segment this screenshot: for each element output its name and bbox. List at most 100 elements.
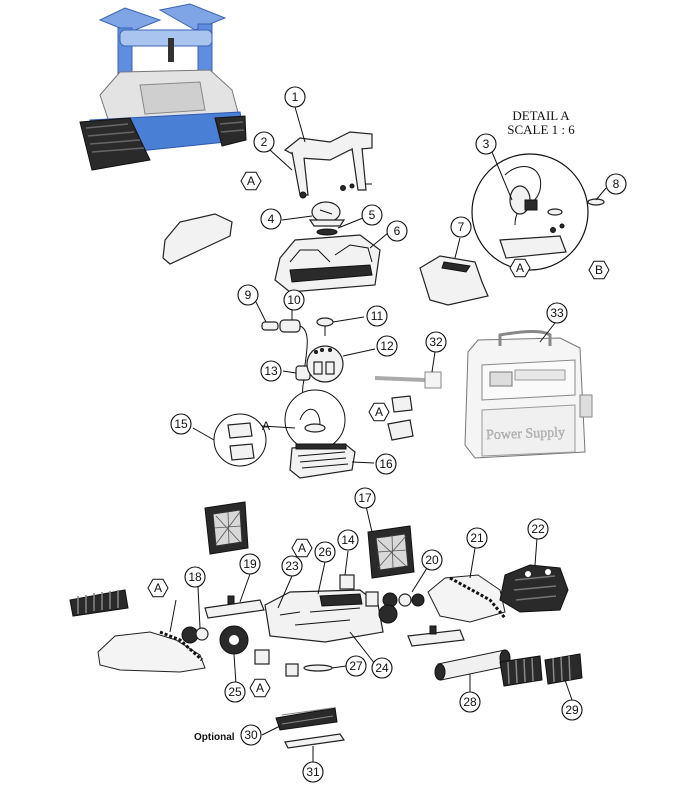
optional-part-30 <box>275 707 338 731</box>
callout-10: 10 <box>283 289 305 311</box>
callout-number: 6 <box>394 224 401 238</box>
callout-number: 3 <box>483 137 490 151</box>
callout-number: 32 <box>429 335 443 349</box>
power-supply-unit: Power Supply <box>374 330 593 459</box>
callout-circle <box>421 549 443 571</box>
callout-number: 1 <box>292 90 299 104</box>
callout-number: 12 <box>380 339 394 353</box>
callout-circle <box>281 555 303 577</box>
hex-shape <box>509 258 531 278</box>
callout-circle <box>302 761 324 783</box>
motor-housing <box>274 234 381 293</box>
callout-number: 27 <box>349 659 363 673</box>
callout-13: 13 <box>260 360 282 382</box>
hex-label-a: A <box>509 258 531 278</box>
callout-number: 5 <box>369 208 376 222</box>
callout-circle <box>459 691 481 713</box>
callout-17: 17 <box>354 487 376 509</box>
callout-number: 20 <box>425 553 439 567</box>
hex-shape <box>249 678 271 698</box>
callout-circle <box>527 518 549 540</box>
swivel-cable <box>261 319 311 431</box>
robot-product-image <box>79 3 247 171</box>
drive-housing-22 <box>499 564 569 613</box>
callout-number: 10 <box>287 293 301 307</box>
callout-29: 29 <box>561 699 583 721</box>
motor-unit <box>289 443 356 479</box>
hex-label-a: A <box>240 171 262 191</box>
part-8-clip <box>587 198 605 206</box>
detail-15-circle <box>213 413 267 467</box>
callout-number: 11 <box>371 309 384 323</box>
part-11-plug <box>316 317 334 336</box>
callout-number: 21 <box>470 531 484 545</box>
callout-31: 31 <box>302 761 324 783</box>
callout-2: 2 <box>253 131 275 153</box>
callout-21: 21 <box>466 527 488 549</box>
bracket-parts-a <box>387 395 414 441</box>
part-12-screws <box>306 345 344 383</box>
brushes-29 <box>499 653 583 687</box>
motor-unit-detail <box>284 389 346 451</box>
callout-5: 5 <box>361 204 383 226</box>
callout-circle <box>240 724 262 746</box>
callout-9: 9 <box>237 284 259 306</box>
callout-circle <box>260 360 282 382</box>
callout-circle <box>386 220 408 242</box>
hex-letter: B <box>595 263 603 277</box>
callout-number: 8 <box>613 177 620 191</box>
callout-circle <box>425 331 447 353</box>
callout-11: 11 <box>366 305 388 327</box>
callout-circle <box>337 529 359 551</box>
impeller-parts <box>308 201 346 236</box>
hex-label-a: A <box>147 578 169 598</box>
hex-shape <box>588 260 610 280</box>
callout-number: 24 <box>375 661 389 675</box>
callout-22: 22 <box>527 518 549 540</box>
callout-15: 15 <box>170 413 192 435</box>
detail-marker-a: A <box>262 419 270 433</box>
callout-7: 7 <box>450 216 472 238</box>
hex-shape <box>240 171 262 191</box>
callout-number: 30 <box>244 728 258 742</box>
callout-circle <box>345 655 367 677</box>
hex-shape <box>291 538 313 558</box>
power-supply-label: Power Supply <box>486 425 565 443</box>
plate-31 <box>284 733 346 749</box>
callout-circle <box>170 413 192 435</box>
callout-circle <box>224 681 246 703</box>
callout-number: 25 <box>228 685 242 699</box>
callout-circle <box>361 204 383 226</box>
callout-number: 16 <box>379 457 393 471</box>
callout-number: 18 <box>188 570 202 584</box>
callout-circle <box>561 699 583 721</box>
callout-number: 23 <box>285 559 299 573</box>
callout-circle <box>475 133 497 155</box>
callout-16: 16 <box>375 453 397 475</box>
callout-3: 3 <box>475 133 497 155</box>
callout-20: 20 <box>421 549 443 571</box>
callout-25: 25 <box>224 681 246 703</box>
callout-32: 32 <box>425 331 447 353</box>
track-right <box>427 574 507 623</box>
callout-4: 4 <box>260 208 282 230</box>
hex-label-b: B <box>588 260 610 280</box>
callout-number: 17 <box>358 491 372 505</box>
filter-right <box>367 525 415 579</box>
callout-number: 2 <box>261 135 268 149</box>
callout-number: 33 <box>550 306 564 320</box>
roller-28 <box>434 649 511 681</box>
chassis-body <box>264 574 384 643</box>
top-cover-left <box>162 213 233 265</box>
hex-letter: A <box>154 581 162 595</box>
callout-number: 19 <box>243 557 257 571</box>
callout-27: 27 <box>345 655 367 677</box>
callout-12: 12 <box>376 335 398 357</box>
callout-number: 7 <box>458 220 465 234</box>
top-cover-right-mark <box>441 261 471 273</box>
callout-1: 1 <box>284 86 306 108</box>
callout-26: 26 <box>314 541 336 563</box>
callout-6: 6 <box>386 220 408 242</box>
callout-circle <box>366 305 388 327</box>
